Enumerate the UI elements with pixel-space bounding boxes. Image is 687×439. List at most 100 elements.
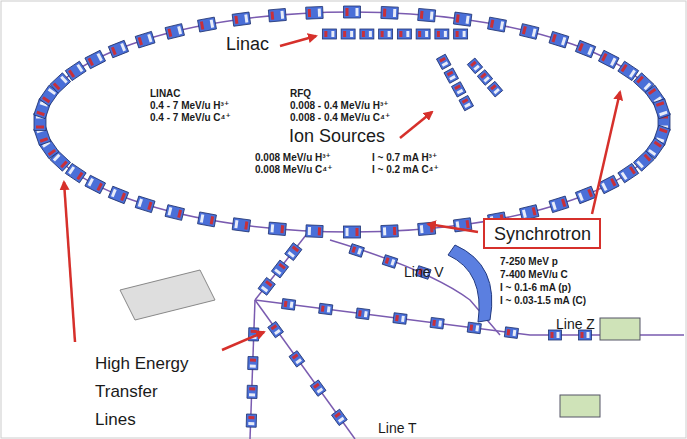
magnet bbox=[451, 82, 466, 97]
magnet bbox=[319, 303, 333, 315]
magnet bbox=[356, 308, 370, 320]
magnet bbox=[198, 212, 217, 227]
magnet bbox=[135, 31, 155, 48]
gantry-frame bbox=[120, 270, 215, 320]
magnet bbox=[575, 40, 595, 57]
magnet bbox=[416, 29, 430, 39]
magnet bbox=[549, 196, 569, 213]
label: 0.4 - 7 MeV/u C⁴⁺ bbox=[150, 112, 231, 124]
magnet bbox=[382, 255, 397, 269]
magnet bbox=[444, 68, 459, 83]
magnet bbox=[397, 29, 411, 39]
magnet bbox=[268, 8, 286, 21]
magnet bbox=[430, 317, 444, 329]
magnet bbox=[575, 186, 595, 203]
magnet bbox=[50, 73, 71, 93]
magnet bbox=[268, 321, 284, 337]
magnet bbox=[258, 277, 275, 295]
magnet bbox=[633, 151, 654, 171]
magnet bbox=[379, 29, 393, 39]
magnet bbox=[85, 50, 106, 68]
magnet bbox=[232, 218, 250, 232]
magnet bbox=[598, 50, 619, 68]
magnet bbox=[281, 299, 295, 311]
magnet bbox=[349, 244, 364, 258]
magnet bbox=[248, 356, 258, 369]
magnet bbox=[454, 29, 468, 39]
magnet bbox=[381, 6, 398, 19]
label: 0.008 - 0.4 MeV/u C⁴⁺ bbox=[290, 112, 390, 124]
label: I ~ 0.03-1.5 mA (C) bbox=[500, 295, 586, 307]
label: 0.008 MeV/u H³⁺ bbox=[255, 152, 331, 164]
label: 0.4 - 7 MeV/u H³⁺ bbox=[150, 100, 229, 112]
label: I ~ 0.7 mA H³⁺ bbox=[372, 152, 437, 164]
magnet bbox=[310, 380, 326, 396]
magnet bbox=[453, 12, 471, 26]
magnet bbox=[332, 409, 348, 425]
label: 0.008 MeV/u C⁴⁺ bbox=[255, 164, 332, 176]
magnet bbox=[108, 40, 128, 57]
label: I ~ 0.1-6 mA (p) bbox=[500, 282, 571, 294]
label: Line T bbox=[378, 420, 417, 436]
label: I ~ 0.2 mA C⁴⁺ bbox=[372, 164, 439, 176]
magnet bbox=[165, 205, 184, 221]
label: RFQ bbox=[290, 88, 311, 100]
magnet bbox=[246, 414, 256, 427]
treatment-room bbox=[560, 318, 640, 417]
magnet bbox=[618, 163, 639, 182]
magnet bbox=[520, 24, 539, 40]
label: High Energy Transfer Lines bbox=[95, 350, 195, 434]
magnet bbox=[467, 58, 482, 74]
magnet bbox=[487, 81, 502, 97]
magnet bbox=[85, 175, 106, 193]
label: Linac bbox=[226, 34, 269, 55]
magnet bbox=[381, 225, 398, 238]
title-box: Synchrotron bbox=[483, 218, 601, 249]
label: LINAC bbox=[150, 88, 181, 100]
magnet bbox=[232, 12, 250, 26]
label: 7-400 MeV/u C bbox=[500, 269, 568, 281]
label: 0.008 - 0.4 MeV/u H³⁺ bbox=[290, 100, 389, 112]
magnet bbox=[504, 327, 518, 339]
magnet bbox=[549, 31, 569, 48]
magnet bbox=[247, 385, 257, 398]
magnet bbox=[459, 95, 474, 110]
magnet bbox=[618, 61, 639, 80]
magnet bbox=[322, 29, 336, 39]
magnet bbox=[393, 313, 407, 325]
label: 7-250 MeV p bbox=[500, 256, 558, 268]
magnet bbox=[653, 99, 670, 119]
magnet bbox=[289, 351, 305, 367]
bending-magnet bbox=[448, 245, 492, 322]
magnet bbox=[344, 6, 361, 18]
label: Line V bbox=[404, 264, 444, 280]
magnet bbox=[418, 8, 436, 21]
magnet bbox=[108, 186, 128, 203]
magnet bbox=[477, 70, 492, 86]
magnet bbox=[435, 29, 449, 39]
magnet bbox=[65, 163, 86, 182]
callout-arrows bbox=[64, 36, 620, 350]
magnet bbox=[198, 17, 217, 32]
magnet bbox=[285, 243, 302, 261]
magnet bbox=[306, 225, 323, 238]
magnet bbox=[34, 125, 51, 145]
magnet bbox=[344, 226, 361, 238]
magnet bbox=[271, 260, 288, 278]
magnet bbox=[268, 222, 286, 235]
magnet bbox=[165, 24, 184, 40]
magnet bbox=[436, 54, 451, 69]
magnet bbox=[360, 29, 374, 39]
magnet bbox=[488, 17, 507, 32]
magnet bbox=[306, 6, 323, 19]
magnet bbox=[467, 322, 481, 334]
beam-ring bbox=[40, 12, 664, 232]
magnet bbox=[341, 29, 355, 39]
transfer-beamlines bbox=[250, 230, 684, 439]
label: Ion Sources bbox=[289, 126, 385, 147]
magnet bbox=[598, 175, 619, 193]
magnet bbox=[65, 61, 86, 80]
magnet bbox=[135, 196, 155, 213]
